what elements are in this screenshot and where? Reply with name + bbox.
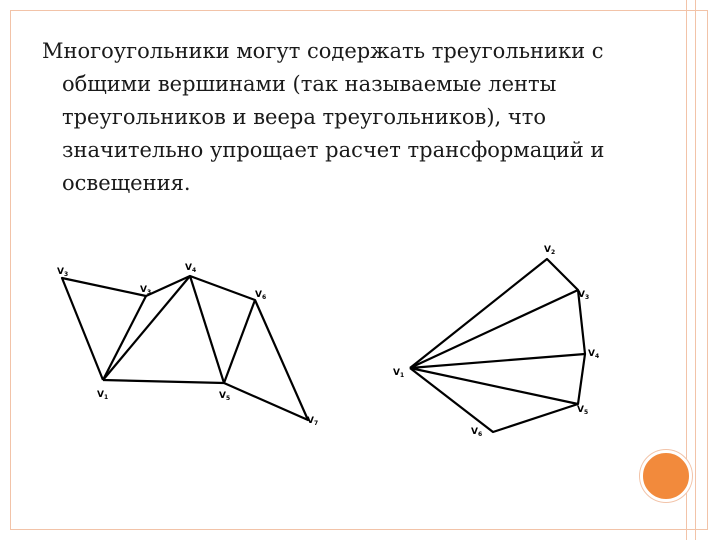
strip-vertex-label: V4	[185, 263, 196, 274]
strip-edge	[188, 275, 226, 384]
fan-vertex-label: V3	[578, 290, 589, 301]
decorative-rail-right	[695, 0, 696, 540]
strip-edge	[222, 299, 257, 384]
strip-vertex-label: V1	[97, 390, 108, 401]
orange-circle-decoration	[640, 450, 692, 502]
strip-edge	[102, 295, 147, 381]
slide-body-text: Многоугольники могут содержать треугольн…	[42, 39, 605, 195]
strip-vertex-label: V3	[57, 267, 68, 278]
strip-vertex-label: V6	[255, 290, 266, 301]
fan-vertex-label: V5	[577, 405, 588, 416]
fan-outline	[409, 257, 587, 434]
strip-edge	[102, 275, 191, 381]
decorative-rail-left	[686, 0, 687, 540]
fan-edge	[409, 352, 586, 370]
fan-vertex-label: V2	[544, 245, 555, 256]
slide-frame	[10, 10, 708, 530]
strip-vertex-label: V7	[307, 416, 318, 427]
strip-vertex-labels: V3 V3 V4 V6 V1 V5 V7	[57, 263, 318, 427]
fan-vertex-labels: V2 V3 V4 V1 V5 V6	[393, 245, 599, 438]
triangle-fan-diagram	[409, 257, 587, 434]
strip-outline	[60, 274, 310, 422]
strip-vertex-label: V3	[140, 285, 151, 296]
fan-edge	[409, 289, 579, 369]
fan-edge	[409, 366, 579, 406]
fan-vertex-label: V6	[471, 427, 482, 438]
triangle-strip-diagram	[60, 274, 310, 422]
fan-vertex-label: V1	[393, 368, 404, 379]
strip-vertex-label: V5	[219, 391, 230, 402]
fan-vertex-label: V4	[588, 349, 599, 360]
